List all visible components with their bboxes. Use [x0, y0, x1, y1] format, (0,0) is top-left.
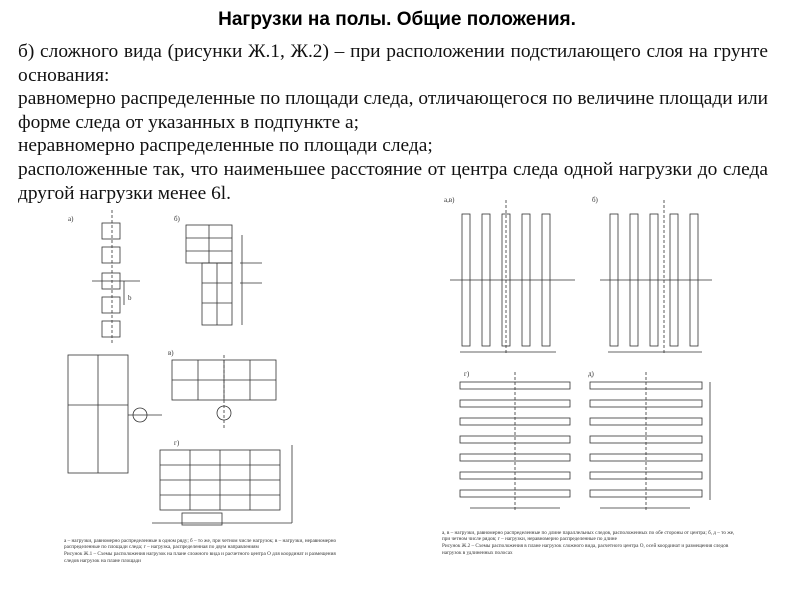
slide-title: Нагрузки на полы. Общие положения.: [218, 9, 576, 30]
figure-zh2-caption: а, в – нагрузки, равномерно распределенн…: [442, 530, 736, 557]
fig2-label-b: б): [592, 196, 599, 204]
paragraph-uniform-load: равномерно распределенные по площади сле…: [18, 88, 768, 133]
figure-zh1-caption-title: Рисунок Ж.1 – Схемы расположения нагрузо…: [64, 551, 336, 564]
figure-zh1: а) b б) в): [62, 205, 340, 590]
paragraph-nonuniform-load: неравномерно распределенные по площади с…: [18, 135, 433, 157]
figure-zh2: а,в) б) г): [440, 190, 738, 590]
figure-zh2-drawing: а,в) б) г): [444, 196, 712, 512]
paragraph-distance-rule: расположенные так, что наименьшее рассто…: [18, 158, 768, 204]
fig1-label-v: в): [168, 349, 174, 357]
fig1-label-g: г): [174, 439, 180, 447]
svg-text:b: b: [128, 294, 132, 302]
figure-zh1-drawing: а) b б) в): [67, 210, 293, 526]
figure-zh1-caption: а – нагрузки, равномерно распределенные …: [64, 538, 338, 565]
fig1-label-a: а): [68, 215, 74, 223]
figure-zh1-caption-notes: а – нагрузки, равномерно распределенные …: [64, 538, 337, 551]
fig2-label-d: д): [588, 370, 595, 378]
figure-zh2-caption-title: Рисунок Ж.2 – Схемы расположения в плане…: [442, 543, 729, 556]
scanned-text-block: б) сложного вида (рисунки Ж.1, Ж.2) – пр…: [18, 40, 768, 205]
fig2-label-av: а,в): [444, 196, 455, 204]
figure-zh2-caption-notes: а, в – нагрузки, равномерно распределенн…: [442, 530, 735, 543]
paragraph-complex-type: б) сложного вида (рисунки Ж.1, Ж.2) – пр…: [18, 41, 768, 86]
fig1-label-b: б): [174, 215, 181, 223]
fig2-label-g: г): [464, 370, 470, 378]
